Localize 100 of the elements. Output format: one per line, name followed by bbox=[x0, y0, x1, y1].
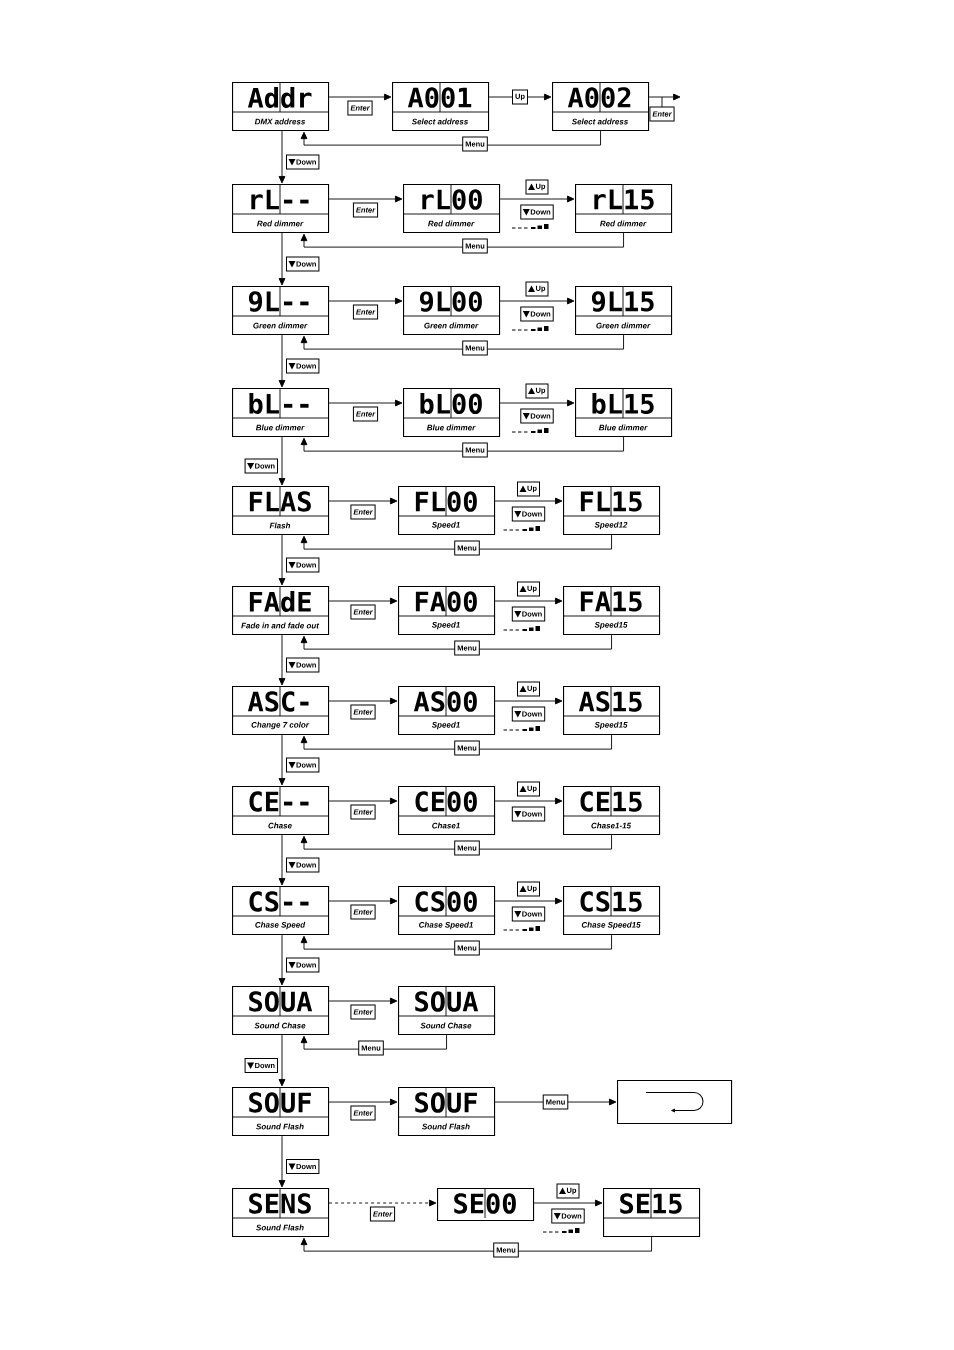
caption-text: Speed12 bbox=[594, 521, 628, 530]
display-box bbox=[231, 785, 330, 836]
arrow bbox=[300, 130, 601, 146]
display-readout: bL00 bbox=[420, 393, 482, 414]
caption-text: Select address bbox=[411, 118, 468, 125]
display-readout: rL15 bbox=[594, 189, 654, 210]
arrow bbox=[494, 497, 563, 505]
display-box bbox=[574, 285, 673, 336]
arrow bbox=[499, 399, 575, 407]
display-box bbox=[562, 685, 661, 736]
arrow bbox=[278, 734, 286, 786]
display-box bbox=[231, 1187, 330, 1238]
arrow bbox=[328, 797, 398, 805]
caption-text: Sound Chase bbox=[420, 1022, 472, 1029]
display-box bbox=[562, 585, 661, 636]
caption-text: Chase bbox=[268, 822, 292, 829]
caption-text: Speed1 bbox=[431, 621, 460, 630]
display-readout: FA00 bbox=[415, 591, 477, 612]
display-readout: CS00 bbox=[415, 891, 477, 912]
caption-text: Speed1 bbox=[431, 521, 460, 530]
display-readout: AS00 bbox=[413, 691, 477, 712]
arrow bbox=[328, 1199, 437, 1207]
arrow bbox=[328, 497, 398, 505]
display-readout: SOUF bbox=[249, 1092, 311, 1113]
display-box bbox=[231, 285, 330, 336]
display-box bbox=[402, 183, 501, 234]
caption-text: Green dimmer bbox=[596, 322, 651, 329]
display-readout: AS15 bbox=[578, 691, 642, 712]
arrow bbox=[328, 93, 392, 101]
caption-text: Blue dimmer bbox=[598, 424, 648, 431]
display-box bbox=[437, 1187, 535, 1222]
arrow bbox=[328, 1098, 398, 1106]
arrow bbox=[494, 597, 563, 605]
arrow bbox=[499, 297, 575, 305]
display-readout: rL00 bbox=[422, 189, 482, 210]
display-box bbox=[231, 985, 330, 1036]
display-box bbox=[574, 183, 673, 234]
arrow bbox=[328, 897, 398, 905]
arrow bbox=[300, 1034, 447, 1050]
arrow bbox=[648, 93, 681, 101]
arrow bbox=[278, 834, 286, 886]
display-readout: 9L-- bbox=[248, 291, 309, 312]
arrow bbox=[494, 797, 563, 805]
display-box bbox=[397, 685, 496, 736]
arrow bbox=[278, 436, 286, 486]
caption-text: Green dimmer bbox=[424, 322, 479, 329]
display-readout: SE15 bbox=[620, 1193, 682, 1214]
arrow bbox=[300, 934, 612, 950]
display-readout: CE15 bbox=[580, 791, 642, 812]
display-readout: Addr bbox=[247, 87, 312, 108]
display-readout: FL00 bbox=[415, 491, 477, 512]
caption-text: Red dimmer bbox=[257, 220, 304, 227]
arrow bbox=[328, 997, 398, 1005]
caption-text: Chase Speed15 bbox=[581, 921, 641, 930]
display-readout: ASC- bbox=[247, 691, 309, 712]
caption-text: Blue dimmer bbox=[426, 424, 476, 431]
arrow bbox=[328, 597, 398, 605]
display-readout: SE00 bbox=[454, 1193, 516, 1214]
display-box bbox=[231, 885, 330, 936]
display-readout: FL15 bbox=[580, 491, 642, 512]
arrow bbox=[300, 734, 612, 750]
caption-text: Sound Flash bbox=[422, 1123, 470, 1130]
display-readout: SOUA bbox=[249, 991, 313, 1012]
caption-text: Speed15 bbox=[594, 621, 628, 630]
display-readout: FAdE bbox=[249, 591, 311, 612]
display-readout: CS15 bbox=[580, 891, 642, 912]
arrow bbox=[328, 697, 398, 705]
arrow bbox=[278, 634, 286, 686]
arrow bbox=[278, 934, 286, 986]
display-box bbox=[231, 485, 330, 536]
display-readout: SENS bbox=[249, 1193, 311, 1214]
caption-text: Red dimmer bbox=[600, 220, 647, 227]
arrow bbox=[300, 334, 624, 350]
display-box bbox=[397, 985, 496, 1036]
arrow bbox=[328, 195, 403, 203]
display-box bbox=[402, 387, 501, 438]
display-readout: A001 bbox=[407, 87, 472, 108]
caption-text: Fade in and fade out bbox=[241, 622, 320, 629]
display-box bbox=[231, 387, 330, 438]
display-readout: bL-- bbox=[249, 393, 309, 414]
arrow bbox=[328, 297, 403, 305]
display-readout: bL15 bbox=[592, 393, 654, 414]
caption-text: Select address bbox=[571, 118, 628, 125]
display-box bbox=[402, 285, 501, 336]
caption-text: Chase1-15 bbox=[591, 822, 632, 829]
caption-text: DMX address bbox=[254, 118, 306, 125]
display-readout: CE00 bbox=[415, 791, 477, 812]
display-box bbox=[397, 485, 496, 536]
caption-text: Chase Speed1 bbox=[419, 921, 473, 930]
arrow bbox=[278, 1034, 286, 1087]
caption-text: Sound Chase bbox=[254, 1022, 306, 1029]
caption-text: Sound Flash bbox=[256, 1224, 304, 1231]
display-readout: FA15 bbox=[580, 591, 642, 612]
caption-text: Green dimmer bbox=[253, 322, 308, 329]
display-box bbox=[391, 81, 490, 132]
display-readout: 9L15 bbox=[591, 291, 654, 312]
display-readout: SOUF bbox=[415, 1092, 477, 1113]
display-box bbox=[551, 81, 650, 132]
arrow bbox=[300, 534, 612, 550]
caption-text: Sound Flash bbox=[256, 1123, 304, 1130]
